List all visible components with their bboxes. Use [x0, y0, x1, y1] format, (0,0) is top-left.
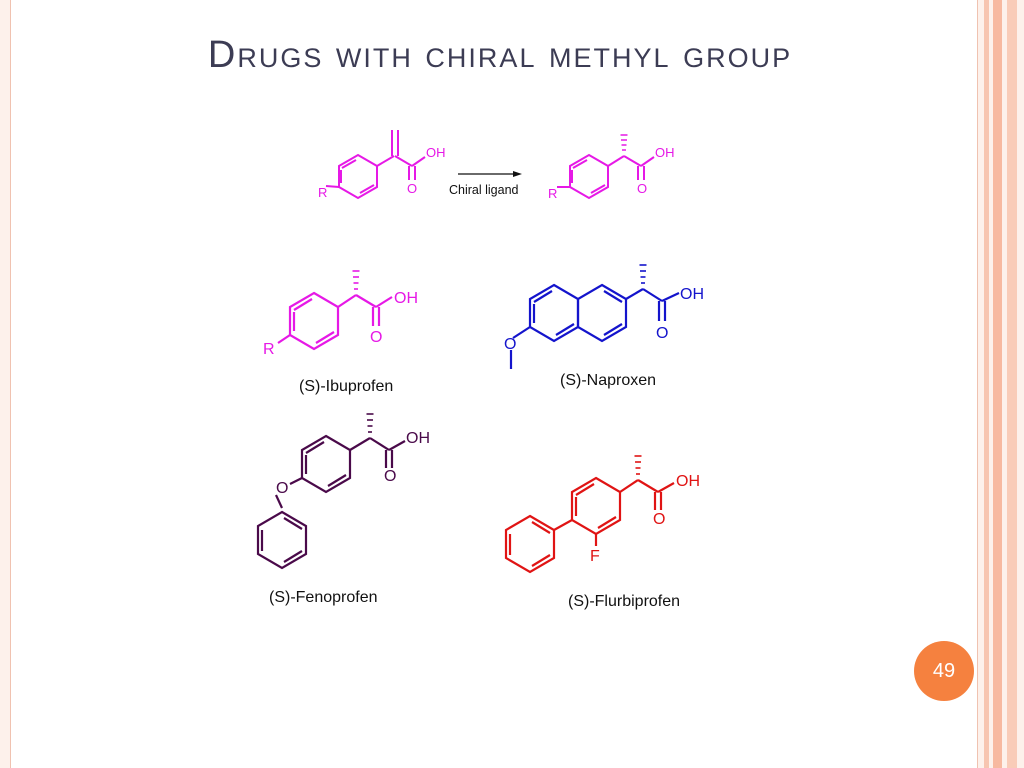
reaction-reactant-r: R: [318, 185, 327, 200]
fenoprofen-o: O: [384, 468, 396, 485]
naproxen-structure: [509, 264, 680, 369]
ibuprofen-r: R: [263, 341, 275, 358]
reaction-reactant-oh: OH: [426, 145, 446, 160]
fenoprofen-oh: OH: [406, 430, 430, 447]
flurbiprofen-oh: OH: [676, 473, 700, 490]
fenoprofen-structure: [256, 413, 406, 570]
slide-frame: [10, 0, 978, 768]
ibuprofen-oh: OH: [394, 290, 418, 307]
reaction-product-r: R: [548, 186, 557, 201]
stripe-3: [1007, 0, 1017, 768]
page-number-badge: 49: [914, 641, 974, 701]
naproxen-name: (S)-Naproxen: [560, 372, 656, 389]
reaction-product-oh: OH: [655, 145, 675, 160]
ibuprofen-name: (S)-Ibuprofen: [299, 378, 393, 395]
fenoprofen-ether-o: O: [276, 480, 288, 497]
reaction-product-o: O: [637, 181, 647, 196]
reaction-product: [557, 134, 655, 200]
reaction-reactant-o: O: [407, 181, 417, 196]
slide-title: Drugs with chiral methyl group: [207, 34, 793, 76]
ibuprofen-o: O: [370, 329, 382, 346]
flurbiprofen-structure: [504, 455, 675, 574]
naproxen-oh: OH: [680, 286, 704, 303]
fenoprofen-name: (S)-Fenoprofen: [269, 589, 378, 606]
stripe-1: [984, 0, 989, 768]
flurbiprofen-o: O: [653, 511, 665, 528]
naproxen-o: O: [656, 325, 668, 342]
reaction-arrow-label: Chiral ligand: [449, 183, 519, 197]
reaction-reactant: [325, 130, 426, 200]
ibuprofen-structure: [277, 270, 393, 351]
chemistry-diagram: R OH O Chiral ligand R OH O: [256, 130, 704, 610]
flurbiprofen-name: (S)-Flurbiprofen: [568, 593, 680, 610]
flurbiprofen-f: F: [590, 548, 600, 565]
stripe-2: [993, 0, 1002, 768]
naproxen-ether-o: O: [504, 336, 516, 353]
reaction-arrow: [458, 171, 522, 177]
